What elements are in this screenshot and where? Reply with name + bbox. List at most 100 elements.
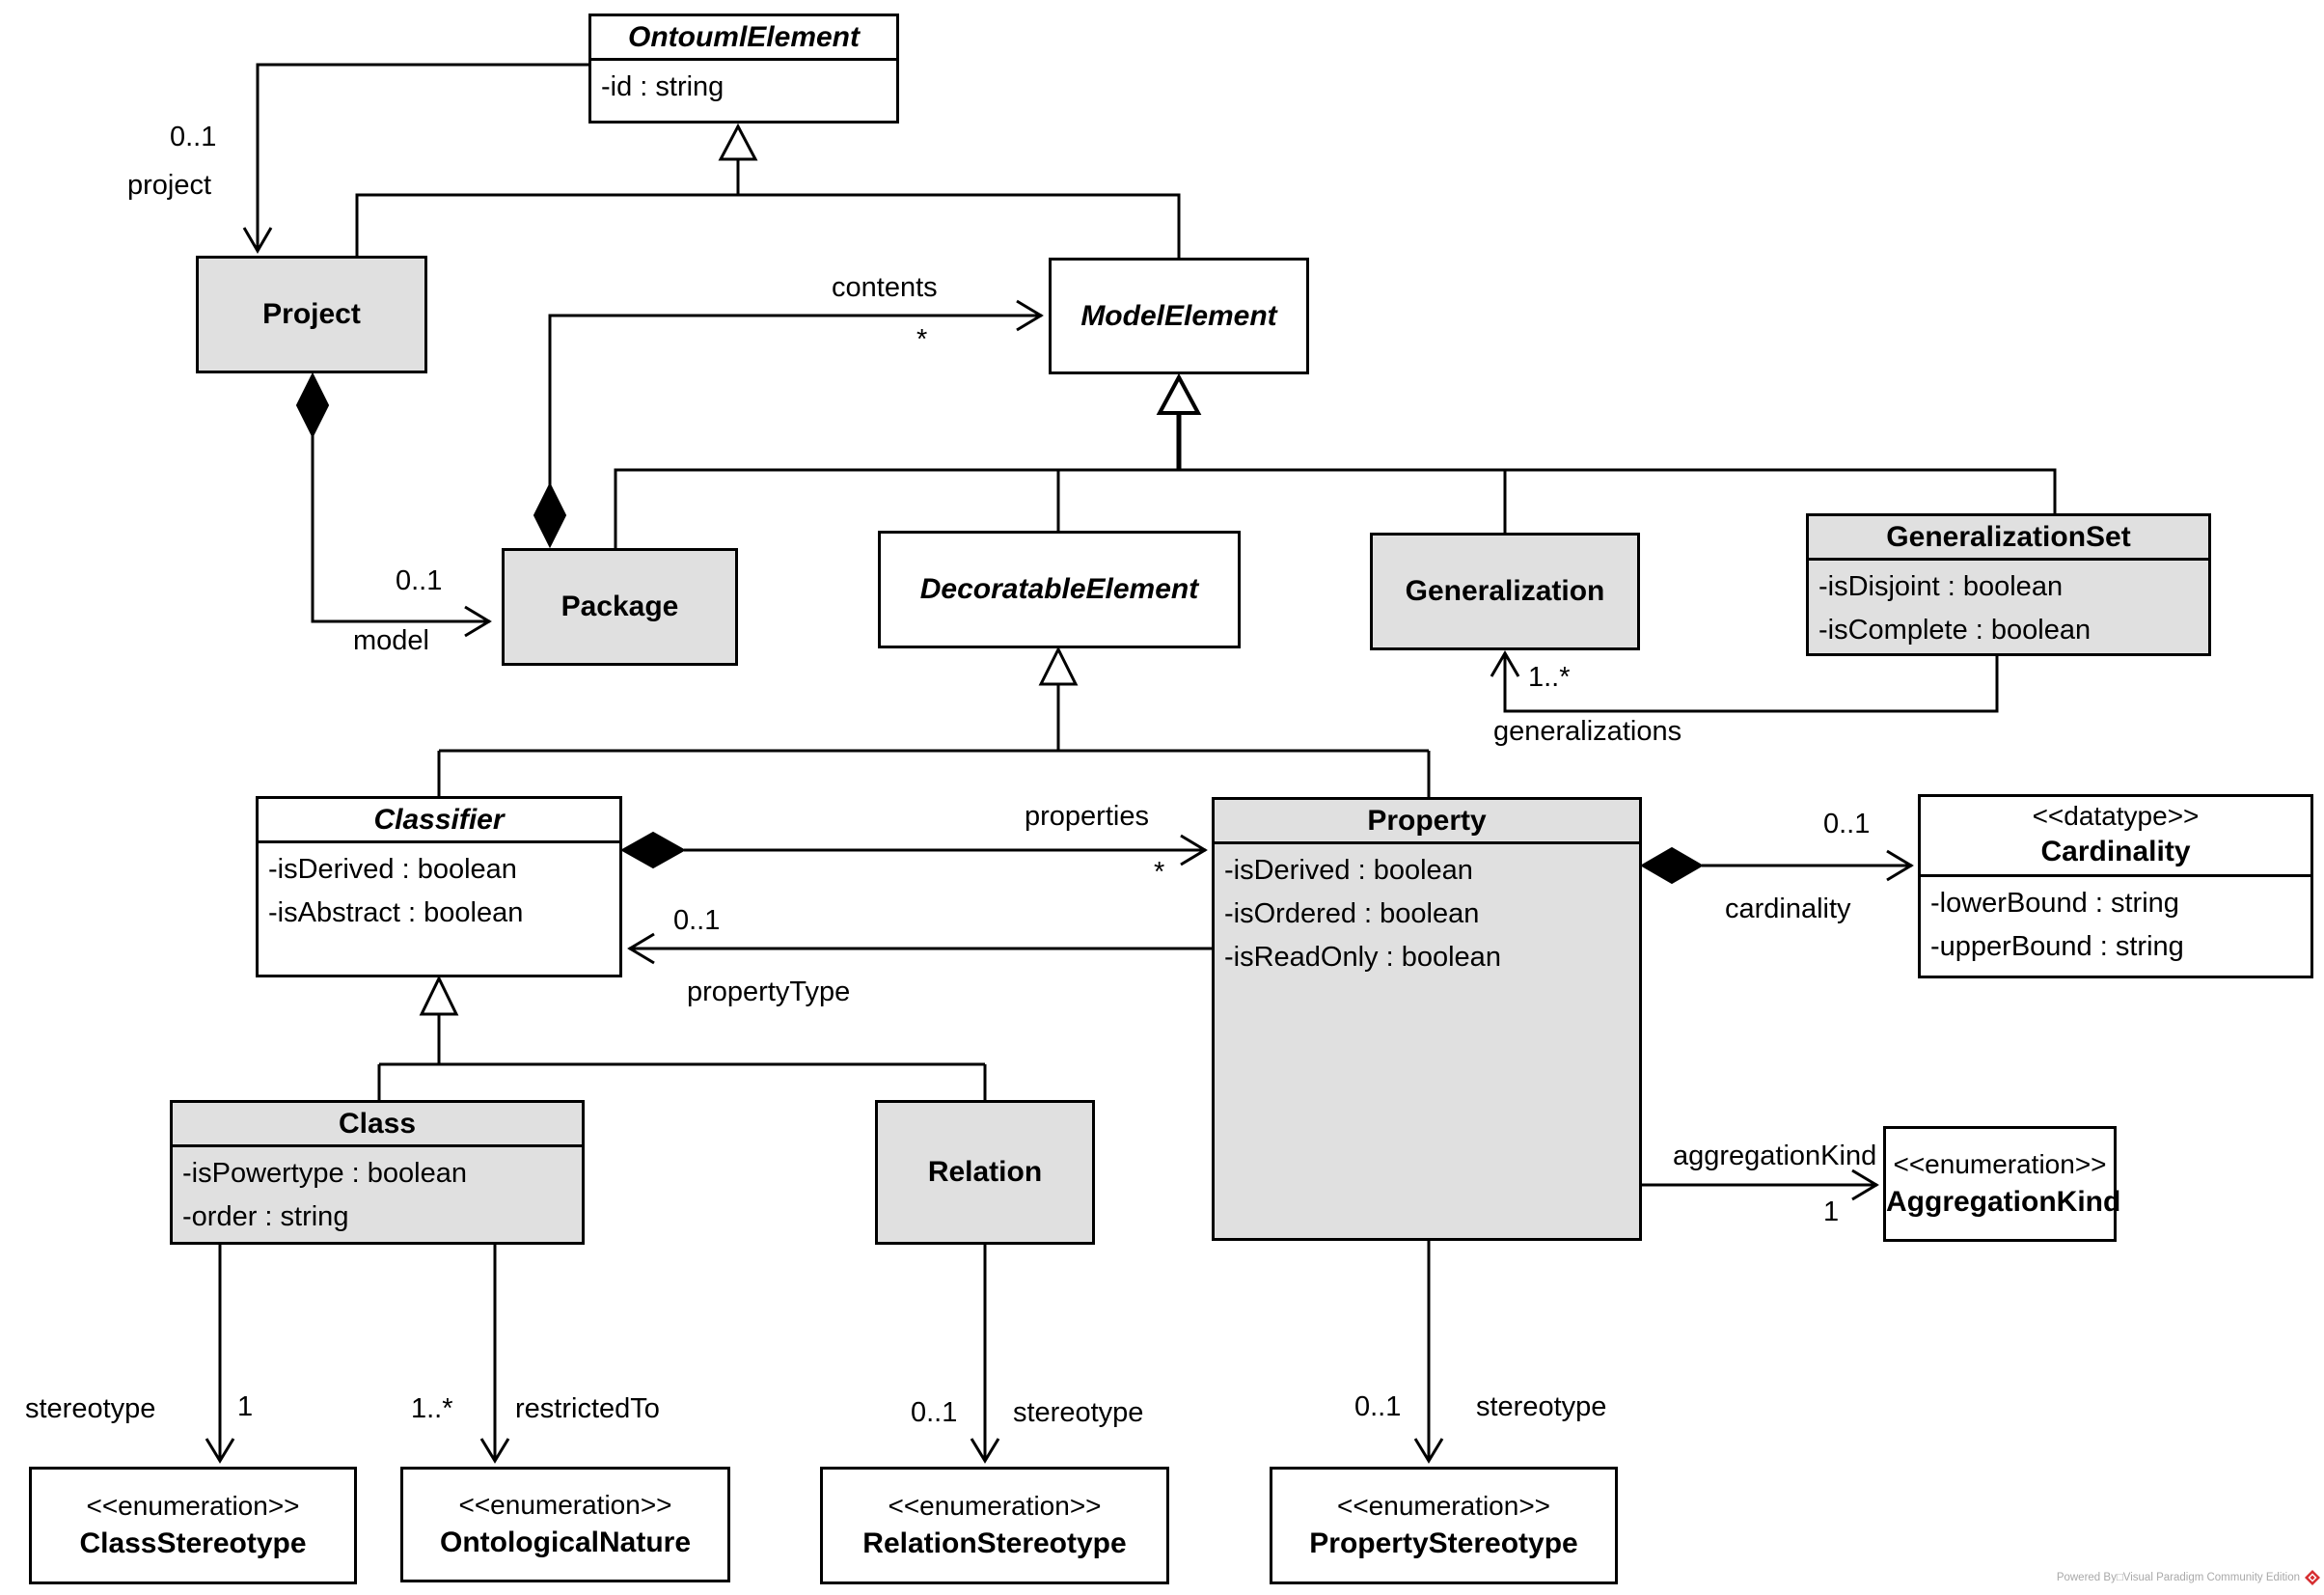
label-relation-stereotype-role[interactable]: stereotype [1013,1397,1144,1428]
edge-ontoumlelement-project-association[interactable] [242,63,588,254]
class-attribute: -isPowertype : boolean [182,1158,467,1189]
class-attribute: -id : string [601,71,725,102]
class-attribute: -isReadOnly : boolean [1224,942,1501,973]
class-title: Class [173,1103,582,1147]
label-generalizations-multiplicity[interactable]: 1..* [1528,662,1571,693]
class-title: Relation [927,1156,1043,1188]
class-title: ModelElement [1080,299,1277,332]
class-stereotype-label: <<enumeration>> [458,1490,672,1520]
class-box-generalization-set[interactable]: GeneralizationSet -isDisjoint : boolean … [1806,513,2211,656]
class-title: Cardinality [2040,836,2191,867]
class-box-relation[interactable]: Relation [875,1100,1095,1245]
label-cardinality-role[interactable]: cardinality [1725,894,1851,924]
class-box-model-element[interactable]: ModelElement [1049,258,1309,374]
class-attribute: -isDisjoint : boolean [1818,571,2064,602]
class-box-class[interactable]: Class -isPowertype : boolean -order : st… [170,1100,585,1245]
class-title: Generalization [1405,575,1605,607]
class-box-classifier[interactable]: Classifier -isDerived : boolean -isAbstr… [256,796,622,977]
class-attribute: -isComplete : boolean [1818,615,2092,646]
class-title: Project [262,298,361,330]
class-title: PropertyStereotype [1309,1527,1578,1559]
edge-class-stereotype-classstereotype[interactable] [205,1245,235,1464]
class-stereotype-label: <<enumeration>> [888,1491,1102,1521]
edge-property-cardinality[interactable] [1640,846,1914,885]
class-box-property-stereotype[interactable]: <<enumeration>> PropertyStereotype [1270,1467,1618,1584]
class-box-class-stereotype[interactable]: <<enumeration>> ClassStereotype [29,1467,357,1584]
label-project-multiplicity[interactable]: 0..1 [170,122,217,152]
edge-property-propertytype-classifier[interactable] [627,932,1212,965]
class-attribute: -isAbstract : boolean [268,897,524,928]
edge-class-restrictedto-ontologicalnature[interactable] [479,1245,510,1464]
edge-property-stereotype-propertystereotype[interactable] [1413,1241,1444,1464]
class-box-package[interactable]: Package [502,548,738,666]
class-attribute: -isDerived : boolean [1224,855,1473,886]
edge-generalization-to-ontoumlelement[interactable] [355,123,1181,258]
class-attributes: -isDerived : boolean -isAbstract : boole… [259,843,619,935]
class-title: Property [1215,800,1639,844]
class-header: <<datatype>> Cardinality [1921,797,2310,877]
class-title: OntologicalNature [439,1526,692,1558]
edge-relation-stereotype-relationstereotype[interactable] [970,1245,1000,1464]
label-restrictedto-role[interactable]: restrictedTo [515,1393,660,1424]
edge-package-contents-modelelement[interactable] [533,299,1044,549]
class-attributes: -lowerBound : string -upperBound : strin… [1921,877,2310,969]
class-stereotype-label: <<enumeration>> [1336,1491,1551,1521]
edge-classifier-properties-property[interactable] [619,831,1208,869]
class-box-ontological-nature[interactable]: <<enumeration>> OntologicalNature [400,1467,730,1582]
edge-property-aggregationkind[interactable] [1642,1169,1879,1201]
class-title: GeneralizationSet [1809,516,2208,561]
label-aggregationkind-role[interactable]: aggregationKind [1673,1141,1877,1171]
class-box-ontouml-element[interactable]: OntoumlElement -id : string [588,14,899,124]
label-project-role[interactable]: project [127,170,212,201]
edge-generalization-to-modelelement[interactable] [614,372,2057,550]
label-propertytype-multiplicity[interactable]: 0..1 [673,905,721,936]
edge-generalization-to-classifier[interactable] [377,975,987,1100]
label-relation-stereotype-multiplicity[interactable]: 0..1 [911,1397,958,1428]
watermark-text: Powered By□Visual Paradigm Community Edi… [2056,1572,2300,1583]
label-cardinality-multiplicity[interactable]: 0..1 [1823,809,1871,839]
label-property-stereotype-role[interactable]: stereotype [1476,1391,1607,1422]
class-title: AggregationKind [1886,1186,2121,1218]
class-box-aggregation-kind[interactable]: <<enumeration>> AggregationKind [1883,1126,2121,1242]
class-attribute: -lowerBound : string [1930,888,2179,919]
class-stereotype-label: <<enumeration>> [86,1491,300,1521]
edge-project-model-package[interactable] [295,371,492,638]
class-attributes: -id : string [591,61,896,109]
label-contents-role[interactable]: contents [832,272,938,303]
label-class-stereotype-role[interactable]: stereotype [25,1393,156,1424]
label-model-role[interactable]: model [353,625,429,656]
edge-generalization-to-decoratableelement[interactable] [437,646,1431,797]
class-title: ClassStereotype [79,1527,307,1559]
class-box-cardinality[interactable]: <<datatype>> Cardinality -lowerBound : s… [1918,794,2313,978]
label-class-stereotype-multiplicity[interactable]: 1 [237,1391,254,1422]
label-propertytype-role[interactable]: propertyType [687,976,851,1007]
class-attribute: -order : string [182,1201,349,1232]
class-attribute: -isOrdered : boolean [1224,898,1480,929]
class-title: RelationStereotype [862,1527,1127,1559]
visual-paradigm-logo-icon [2305,1570,2320,1585]
label-restrictedto-multiplicity[interactable]: 1..* [411,1393,453,1424]
class-box-relation-stereotype[interactable]: <<enumeration>> RelationStereotype [820,1467,1169,1584]
label-property-stereotype-multiplicity[interactable]: 0..1 [1354,1391,1402,1422]
class-box-project[interactable]: Project [196,256,427,373]
class-attributes: -isPowertype : boolean -order : string [173,1147,582,1239]
class-stereotype-label: <<enumeration>> [1893,1149,2107,1179]
label-model-multiplicity[interactable]: 0..1 [396,565,443,596]
class-attributes: -isDisjoint : boolean -isComplete : bool… [1809,561,2208,652]
class-attribute: -upperBound : string [1930,931,2184,962]
class-box-generalization[interactable]: Generalization [1370,533,1640,650]
class-box-decoratable-element[interactable]: DecoratableElement [878,531,1241,648]
label-aggregationkind-multiplicity[interactable]: 1 [1823,1196,1840,1227]
label-contents-multiplicity[interactable]: * [916,324,928,355]
visual-paradigm-watermark[interactable]: Powered By□Visual Paradigm Community Edi… [2057,1570,2320,1585]
class-box-property[interactable]: Property -isDerived : boolean -isOrdered… [1212,797,1642,1241]
label-properties-role[interactable]: properties [1025,801,1149,832]
edge-generalizationset-generalizations[interactable] [1490,650,1999,713]
class-title: OntoumlElement [591,16,896,61]
class-attribute: -isDerived : boolean [268,854,517,885]
class-attributes: -isDerived : boolean -isOrdered : boolea… [1215,844,1639,979]
label-properties-multiplicity[interactable]: * [1154,857,1165,888]
label-generalizations-role[interactable]: generalizations [1493,716,1682,747]
